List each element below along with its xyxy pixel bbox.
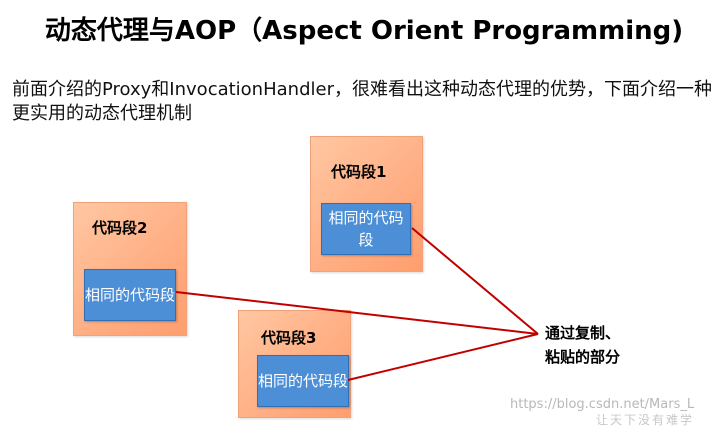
segment-1-shared-code: 相同的代码段 — [321, 203, 411, 255]
code-segment-3: 代码段3 相同的代码段 — [238, 310, 351, 418]
connector-line-2 — [175, 291, 539, 335]
code-segment-2: 代码段2 相同的代码段 — [73, 202, 187, 336]
segment-2-shared-code: 相同的代码段 — [84, 269, 176, 321]
segment-1-label: 代码段1 — [331, 163, 387, 181]
segment-2-label: 代码段2 — [92, 219, 148, 237]
connector-line-3 — [347, 333, 539, 381]
segment-3-label: 代码段3 — [261, 329, 317, 347]
segment-3-shared-code: 相同的代码段 — [257, 355, 349, 407]
note-line-1: 通过复制、 — [545, 324, 621, 342]
watermark-url: https://blog.csdn.net/Mars_L — [510, 397, 695, 412]
slide-title: 动态代理与AOP（Aspect Orient Programming) — [44, 16, 684, 46]
intro-text: 前面介绍的Proxy和InvocationHandler，很难看出这种动态代理的… — [12, 79, 712, 124]
connector-line-1 — [411, 227, 539, 335]
copy-paste-note: 通过复制、 粘贴的部分 — [545, 321, 620, 369]
note-line-2: 粘贴的部分 — [545, 348, 621, 366]
code-segment-1: 代码段1 相同的代码段 — [310, 136, 423, 272]
watermark-brand: 让天下没有难学 — [596, 413, 695, 427]
